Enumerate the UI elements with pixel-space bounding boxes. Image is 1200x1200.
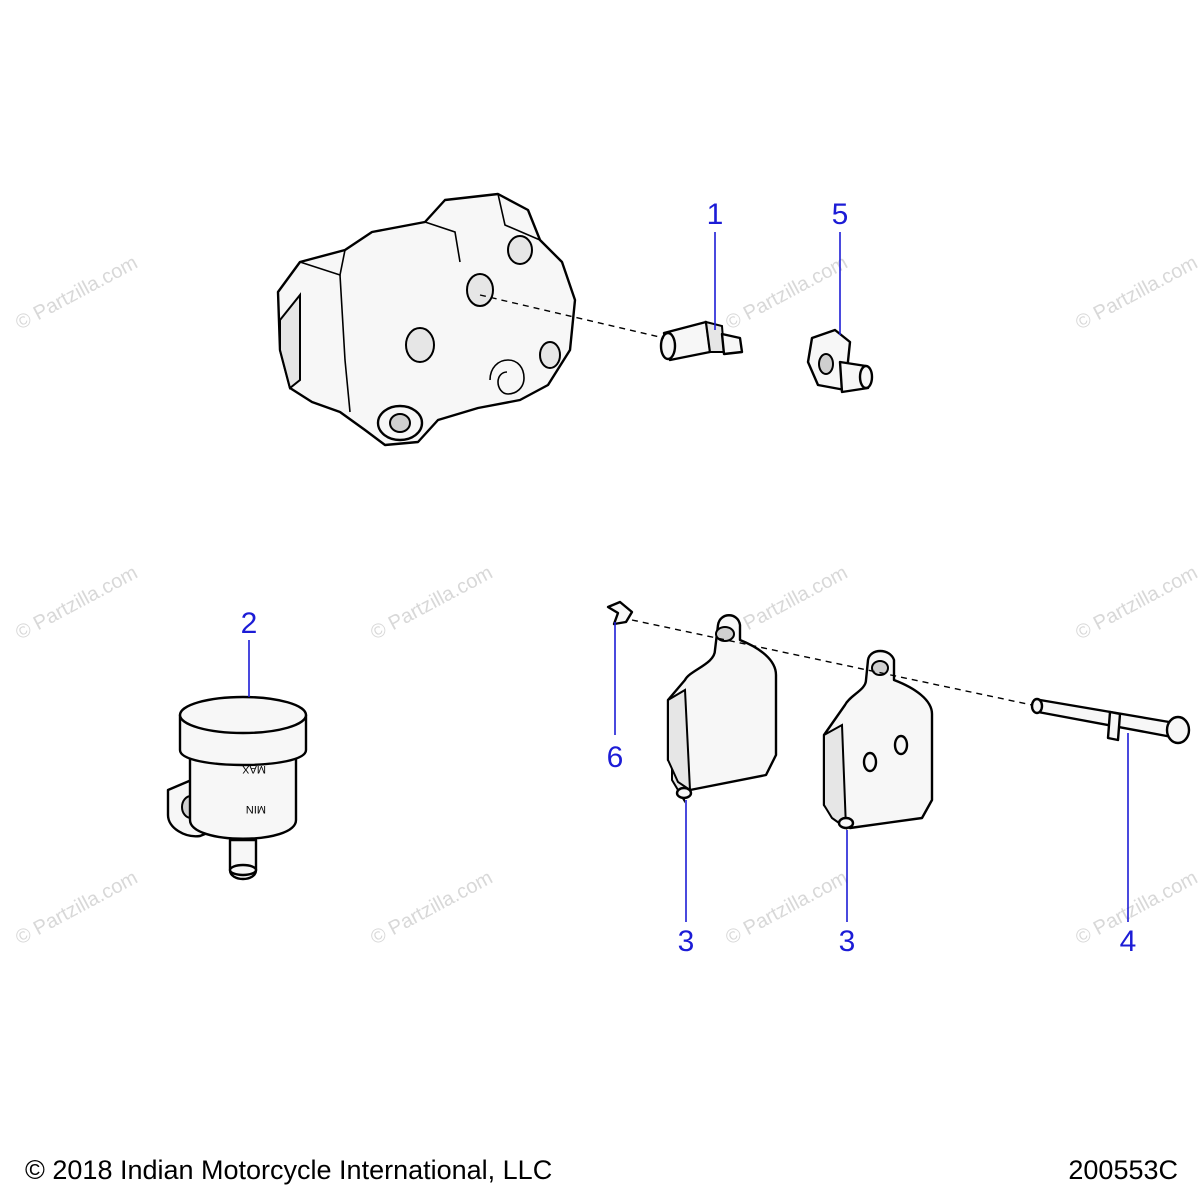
callout-1: 1 [707,198,724,231]
watermark: © Partzilla.com [722,562,851,645]
callout-4: 4 [1120,925,1137,958]
bleeder-screw [659,320,744,362]
fluid-reservoir: MAX MIN [166,695,308,881]
watermark: © Partzilla.com [367,562,496,645]
watermark: © Partzilla.com [722,867,851,950]
reservoir-min-label: MIN [246,803,266,815]
callout-6: 6 [607,741,624,774]
assembly-line-pin [631,619,1033,706]
callout-2: 2 [241,607,258,640]
reservoir-max-label: MAX [242,763,267,775]
watermark: © Partzilla.com [1072,562,1200,645]
watermark: © Partzilla.com [12,562,141,645]
watermark: © Partzilla.com [12,252,141,335]
drawing-number: 200553C [1068,1155,1178,1185]
brake-pad-left [666,614,778,804]
callout-3: 3 [839,925,856,958]
brake-caliper [276,192,577,447]
retaining-clip [606,600,634,626]
watermark: © Partzilla.com [367,867,496,950]
callout-5: 5 [832,198,849,231]
callout-3: 3 [678,925,695,958]
assembly-line-bleeder [479,294,665,339]
pad-pin [1030,697,1191,745]
watermark-layer: © Partzilla.com © Partzilla.com © Partzi… [12,252,1200,950]
copyright-notice: © 2018 Indian Motorcycle International, … [25,1155,553,1185]
brake-pad-right [822,649,934,830]
watermark: © Partzilla.com [722,252,851,335]
watermark: © Partzilla.com [1072,252,1200,335]
bleeder-cap [806,328,874,394]
watermark: © Partzilla.com [12,867,141,950]
